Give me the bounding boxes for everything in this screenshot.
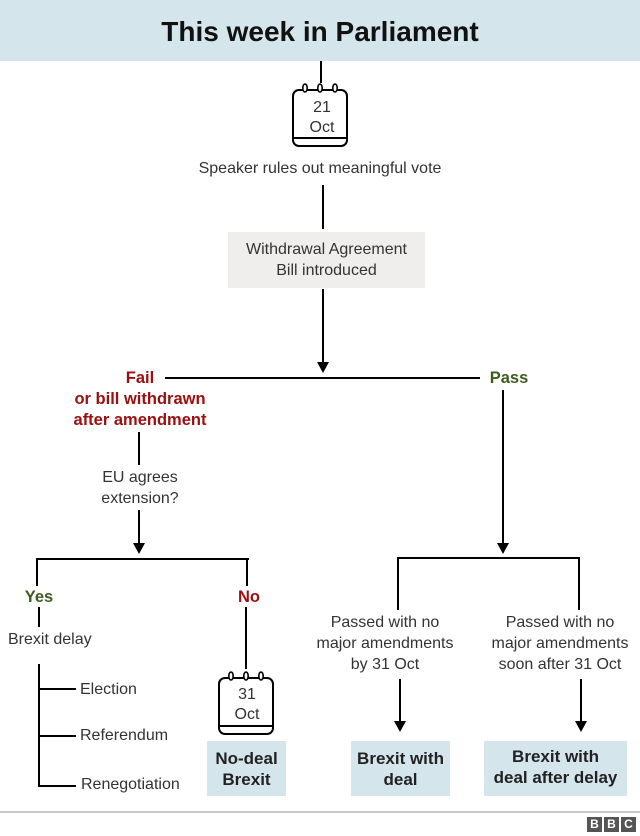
deal-line1: Brexit with	[357, 749, 444, 768]
pass-right-line2: major amendments	[491, 635, 629, 652]
pass-label: Pass	[489, 369, 529, 387]
pass-left-line3: by 31 Oct	[350, 656, 420, 673]
option-renegotiation: Renegotiation	[81, 776, 180, 793]
connector-line	[38, 607, 40, 627]
connector-line	[399, 679, 401, 722]
deal-line2: deal	[383, 770, 418, 789]
step-speaker-ruling: Speaker rules out meaningful vote	[198, 160, 442, 177]
connector-line	[502, 390, 504, 544]
split-line	[397, 557, 580, 559]
no-label: No	[238, 588, 260, 606]
tree-branch	[38, 688, 76, 690]
question-line1: EU agrees	[102, 469, 178, 486]
calendar-day: 31	[238, 686, 256, 703]
brexit-with-deal-box	[351, 741, 450, 796]
bill-line1: Withdrawal Agreement	[246, 241, 407, 258]
footer-divider	[0, 811, 640, 813]
split-line	[36, 558, 249, 560]
option-election: Election	[80, 681, 137, 698]
pass-left-line2: major amendments	[316, 635, 454, 652]
deal-delay-line1: Brexit with	[512, 747, 599, 766]
connector-line	[322, 185, 324, 229]
arrow-down-icon	[575, 721, 587, 732]
brexit-deal-after-delay-box	[484, 741, 627, 796]
connector-line	[246, 558, 248, 586]
bbc-logo-letter: B	[604, 817, 619, 832]
connector-line	[578, 557, 580, 610]
connector-line	[397, 557, 399, 610]
header-banner	[0, 0, 640, 61]
connector-line	[580, 679, 582, 722]
connector-line	[320, 61, 322, 83]
question-line2: extension?	[101, 490, 179, 507]
connector-line	[36, 558, 38, 586]
bbc-logo: B B C	[587, 817, 636, 832]
deal-delay-line2: deal after delay	[493, 768, 618, 787]
arrow-down-icon	[394, 721, 406, 732]
pass-right-line1: Passed with no	[505, 614, 615, 631]
fail-line3: after amendment	[73, 411, 207, 429]
calendar-day: 21	[313, 99, 331, 116]
no-deal-line1: No-deal	[215, 749, 278, 768]
tree-branch	[38, 785, 76, 787]
fail-line2: or bill withdrawn	[74, 390, 206, 408]
bbc-logo-letter: C	[621, 817, 636, 832]
arrow-down-icon	[133, 543, 145, 554]
connector-line	[138, 510, 140, 544]
no-deal-line2: Brexit	[222, 770, 271, 789]
page-title: This week in Parliament	[161, 16, 479, 47]
tree-branch	[38, 735, 76, 737]
option-referendum: Referendum	[80, 727, 169, 744]
brexit-delay-text: Brexit delay	[8, 631, 92, 648]
bill-introduced-box	[228, 232, 425, 288]
arrow-down-icon	[317, 362, 329, 373]
calendar-month: Oct	[234, 706, 260, 723]
bbc-logo-letter: B	[587, 817, 602, 832]
arrow-down-icon	[497, 543, 509, 554]
pass-right-line3: soon after 31 Oct	[498, 656, 622, 673]
yes-label: Yes	[24, 588, 54, 606]
split-line	[165, 377, 480, 379]
connector-line	[138, 432, 140, 465]
connector-line	[322, 289, 324, 363]
tree-line	[38, 664, 40, 787]
calendar-month: Oct	[309, 119, 335, 136]
connector-line	[245, 607, 247, 669]
calendar-icon	[292, 83, 348, 147]
no-deal-brexit-box	[207, 741, 286, 796]
calendar-icon	[218, 671, 274, 735]
bill-line2: Bill introduced	[276, 262, 377, 279]
fail-label: Fail	[125, 369, 155, 387]
pass-left-line1: Passed with no	[330, 614, 440, 631]
